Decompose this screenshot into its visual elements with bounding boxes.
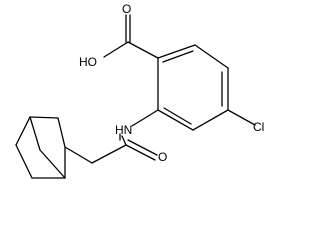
bond-c-o-amide-b xyxy=(127,139,158,156)
bond-ring-n xyxy=(131,109,159,127)
chemical-structure-diagram: O HO HN Cl O xyxy=(15,2,264,179)
ring-bond-2 xyxy=(194,44,229,69)
bond-n-c xyxy=(121,135,127,146)
bond-c-o-amide-a xyxy=(125,144,156,161)
atom-label-amide-nh: HN xyxy=(115,123,132,137)
ring-bond-5-inner xyxy=(163,107,192,125)
ring-bond-5 xyxy=(157,109,194,131)
norbornane-bridge-2 xyxy=(39,149,66,179)
norbornane-bond-2 xyxy=(29,116,59,119)
atom-label-chlorine: Cl xyxy=(253,120,264,134)
bond-ch2-bicycle xyxy=(64,146,93,164)
ring-bond-1 xyxy=(157,44,196,59)
norbornane-bond-4 xyxy=(15,144,33,179)
atom-label-hydroxyl: HO xyxy=(79,55,97,69)
bond-c-oh xyxy=(103,41,129,58)
bonds xyxy=(15,14,256,179)
bond-c-cl xyxy=(227,109,256,126)
norbornane-bond-1 xyxy=(57,117,66,148)
atom-label-carbonyl-oxygen: O xyxy=(122,2,131,16)
bond-carbonyl-ch2 xyxy=(91,144,127,164)
norbornane-bond-3 xyxy=(15,116,31,146)
atom-label-amide-oxygen: O xyxy=(158,150,167,164)
atom-labels: O HO HN Cl O xyxy=(79,2,264,164)
ring-bond-4 xyxy=(192,109,229,131)
bond-c-ring xyxy=(127,41,159,59)
norbornane-bridge-1 xyxy=(29,116,41,151)
ring-bond-1-inner xyxy=(162,50,194,63)
